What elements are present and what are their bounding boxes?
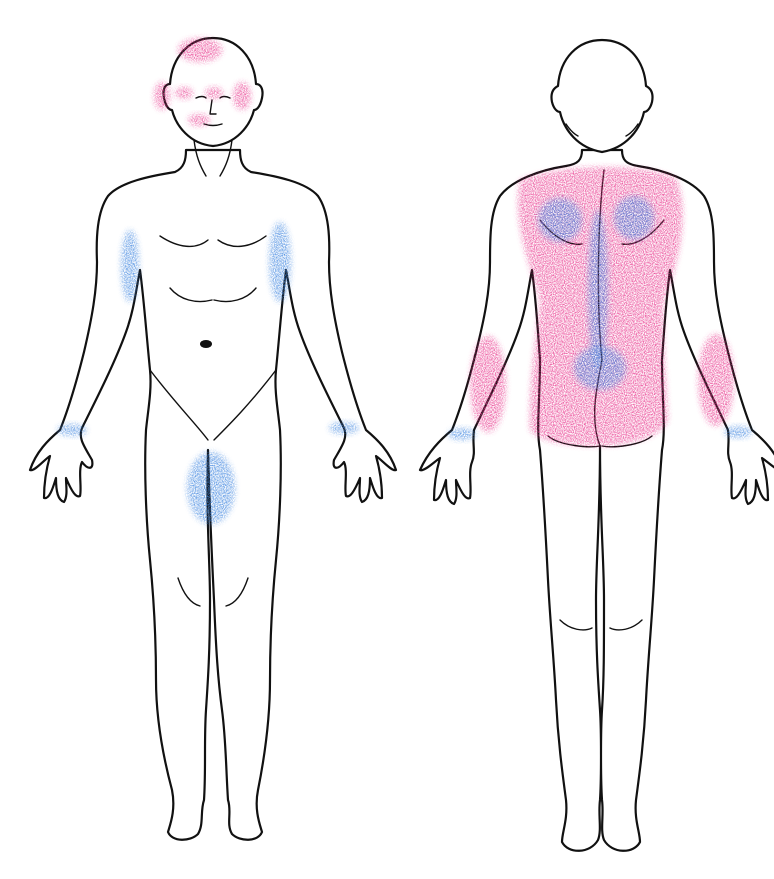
back-left-forearm-patch — [470, 336, 506, 432]
front-left-upper-arm-patch — [269, 222, 291, 302]
front-left-wrist-patch — [329, 422, 359, 434]
back-figure — [420, 40, 774, 851]
front-right-wrist-patch — [57, 424, 87, 436]
front-scalp-patch — [178, 38, 222, 62]
front-right-eye-patch — [175, 87, 193, 99]
front-figure — [30, 38, 396, 840]
back-left-scapula-patch — [538, 198, 582, 242]
front-right-ear-patch — [154, 82, 170, 110]
front-left-eye-patch — [205, 87, 223, 99]
back-right-wrist-patch — [724, 426, 752, 438]
front-lips-patch — [188, 114, 210, 126]
front-navel — [200, 340, 212, 348]
back-right-scapula-patch — [614, 196, 654, 240]
front-inner-thigh-patch — [187, 452, 235, 524]
back-head — [551, 40, 652, 152]
back-spine-patch — [588, 210, 608, 370]
front-left-ear-patch — [233, 82, 251, 110]
back-sacrum-patch — [574, 346, 626, 390]
back-right-forearm-patch — [698, 334, 734, 426]
back-left-wrist-patch — [448, 428, 476, 440]
front-right-upper-arm-patch — [121, 230, 139, 302]
